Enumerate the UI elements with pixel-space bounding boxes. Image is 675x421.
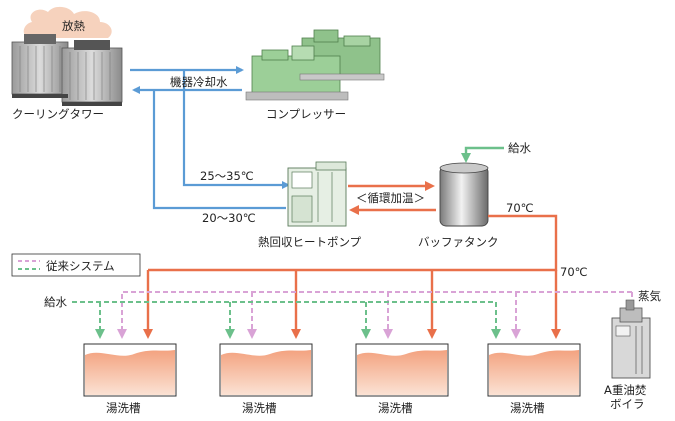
cooling-tower-label: クーリングタワー <box>12 107 104 121</box>
wash-tank-3 <box>355 343 449 397</box>
boiler-icon <box>611 299 651 379</box>
temp-out-label: 20～30℃ <box>202 211 256 225</box>
boiler-label-line2: ボイラ <box>610 397 645 411</box>
circulation-heating-label: ＜循環加温＞ <box>356 191 425 205</box>
heat-pump-icon <box>287 161 347 227</box>
hot-water-lines <box>143 214 561 339</box>
wash-tank-4 <box>487 343 581 397</box>
heat-release-label: 放熱 <box>62 19 85 33</box>
cooling-tower-icon <box>11 6 123 106</box>
compressor-icon <box>245 29 385 101</box>
feed-water-left-label: 給水 <box>44 295 67 309</box>
wash-tank-1 <box>83 343 177 397</box>
equipment-cooling-water-label: 機器冷却水 <box>170 75 228 89</box>
cooling-water-lines <box>130 66 290 210</box>
tank-3-label: 湯洗槽 <box>378 401 413 415</box>
wash-tank-2 <box>219 343 313 397</box>
steam-label: 蒸気 <box>638 289 661 303</box>
temp-tank-out-label: 70℃ <box>506 201 534 215</box>
feed-water-lines <box>72 301 501 339</box>
legend-conventional-label: 従来システム <box>46 259 115 273</box>
temp-main-label: 70℃ <box>560 265 588 279</box>
buffer-tank-label: バッファタンク <box>418 235 499 249</box>
heat-pump-label: 熱回収ヒートポンプ <box>258 235 362 249</box>
tank-1-label: 湯洗槽 <box>106 401 141 415</box>
circulation-lines <box>348 181 436 215</box>
legend: 従来システム <box>11 253 141 277</box>
tank-4-label: 湯洗槽 <box>510 401 545 415</box>
temp-in-label: 25～35℃ <box>200 169 254 183</box>
feed-water-top-line <box>461 146 504 163</box>
compressor-label: コンプレッサー <box>266 107 346 121</box>
buffer-tank-icon <box>439 162 489 227</box>
tank-2-label: 湯洗槽 <box>242 401 277 415</box>
feed-water-top-label: 給水 <box>508 141 531 155</box>
boiler-label-line1: A重油焚 <box>604 383 647 397</box>
